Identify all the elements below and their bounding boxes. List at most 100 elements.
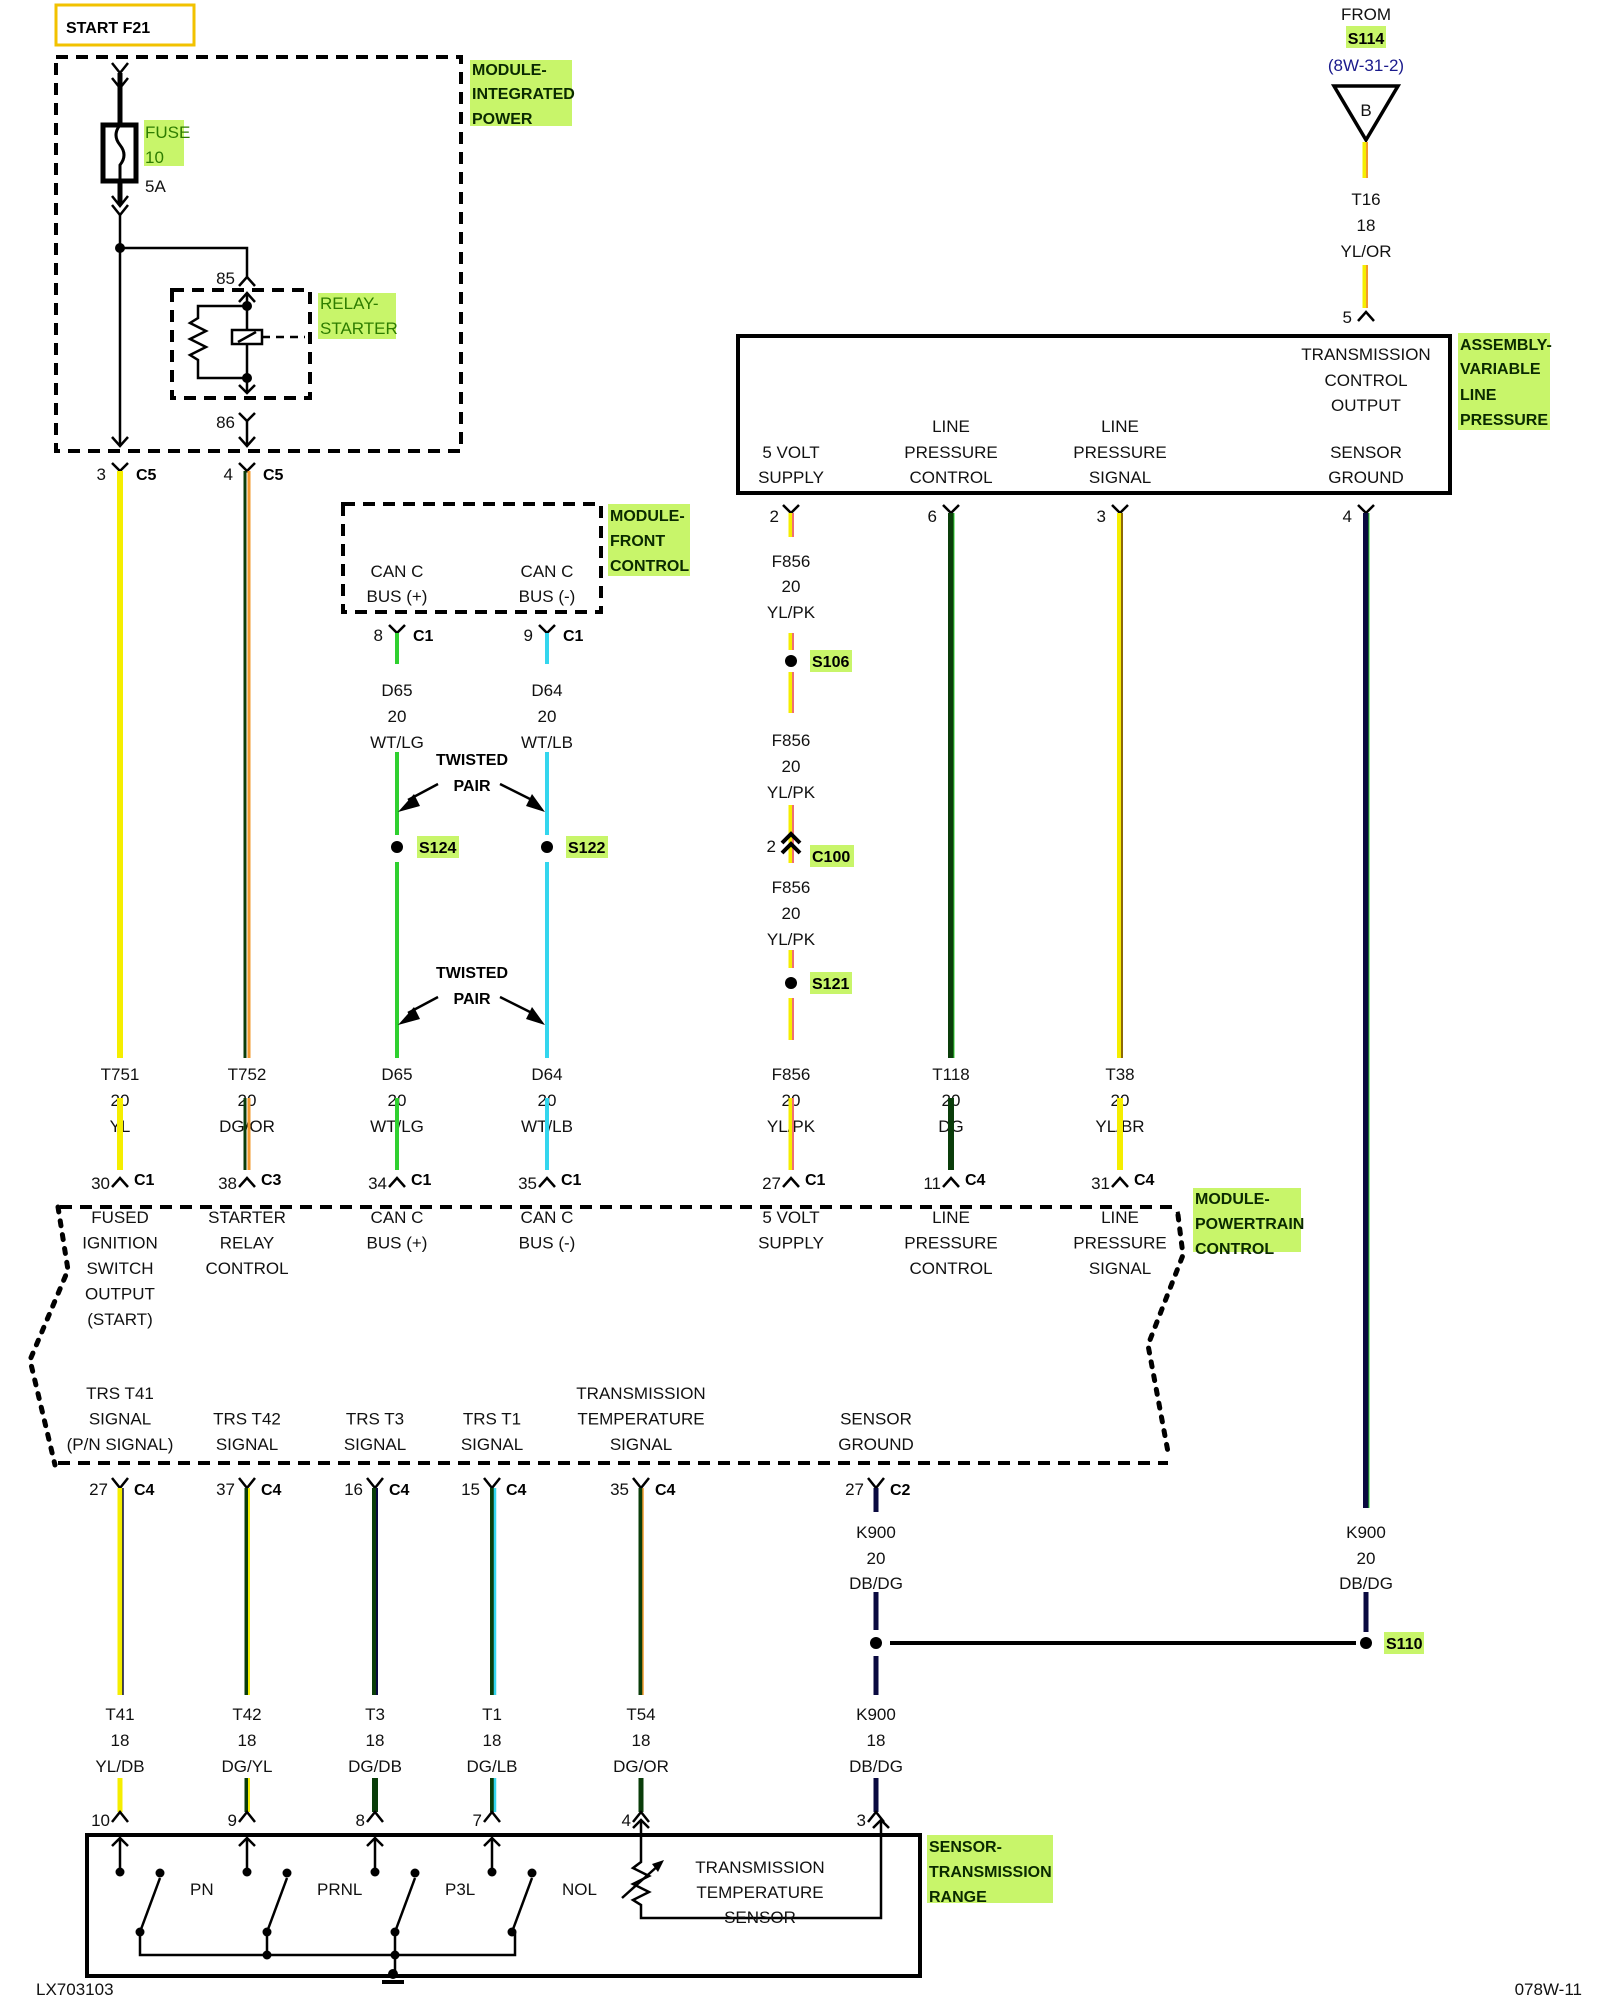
svg-text:RELAY-: RELAY- <box>320 294 379 313</box>
wire-k900-lower[interactable] <box>873 1488 1369 1812</box>
wire-k900-upper-right[interactable] <box>1363 513 1370 1508</box>
pcm-pin-number: 27 <box>762 1174 781 1193</box>
svg-text:F856: F856 <box>772 552 811 571</box>
ipm-module-boundary <box>54 55 463 453</box>
splice-s106: S106 <box>812 654 849 671</box>
svg-text:20: 20 <box>782 577 801 596</box>
svg-text:YL/PK: YL/PK <box>767 930 816 949</box>
svg-text:18: 18 <box>1357 216 1376 235</box>
wire-t38[interactable] <box>1117 513 1123 1058</box>
wire-t1[interactable] <box>490 1488 497 1812</box>
switch-blade <box>393 1877 417 1933</box>
pcm-pin-terminal <box>942 1176 960 1188</box>
svg-text:POWER: POWER <box>472 111 533 128</box>
svg-text:FUSE: FUSE <box>145 123 190 142</box>
svg-text:PRESSURE: PRESSURE <box>1073 443 1167 462</box>
twisted-pair-label-upper: TWISTED PAIR <box>398 752 545 812</box>
vlp-func-lp-control: LINE PRESSURE CONTROL <box>904 417 998 487</box>
pcm-connector-id: C3 <box>261 1172 282 1189</box>
splice-s122-dot <box>541 841 553 853</box>
pcm-function-line: SIGNAL <box>1089 1259 1151 1278</box>
fuse-rating: 5A <box>145 177 166 196</box>
pcm-connector-id: C1 <box>805 1172 826 1189</box>
lower-wire-circuit: T1 <box>482 1705 502 1724</box>
switch-terminal <box>410 1868 420 1878</box>
pcm-function-line: OUTPUT <box>85 1285 155 1304</box>
splice-s110-dot <box>1360 1637 1372 1649</box>
svg-text:SENSOR-: SENSOR- <box>929 1839 1002 1856</box>
svg-text:20: 20 <box>867 1549 886 1568</box>
splice-s110: S110 <box>1386 1636 1423 1653</box>
trs-pin-number: 7 <box>473 1811 482 1830</box>
svg-text:ASSEMBLY-: ASSEMBLY- <box>1460 337 1552 354</box>
pcm-pin-number: 11 <box>923 1174 941 1193</box>
svg-text:OUTPUT: OUTPUT <box>1331 396 1401 415</box>
switch-contact <box>238 1836 256 1870</box>
pcm-function-line: TRANSMISSION <box>576 1384 705 1403</box>
pcm-function-line: IGNITION <box>82 1234 158 1253</box>
wire-t54[interactable] <box>638 1488 644 1812</box>
svg-text:WT/LG: WT/LG <box>370 733 424 752</box>
svg-text:TRANSMISSION: TRANSMISSION <box>695 1858 824 1877</box>
splice-s124: S124 <box>419 840 456 857</box>
k900-label-right: K900 20 DB/DG <box>1339 1523 1393 1593</box>
trs-module-label: SENSOR- TRANSMISSION RANGE <box>927 1835 1053 1906</box>
wire-t118[interactable] <box>948 513 955 1058</box>
splice-s110-highlight <box>1384 1632 1424 1654</box>
svg-text:S114: S114 <box>1348 31 1385 48</box>
pcm-function-line: LINE <box>932 1208 970 1227</box>
splice-s121-highlight <box>810 972 852 994</box>
pcm-function-line: CONTROL <box>205 1259 288 1278</box>
pcm-function-line: PRESSURE <box>1073 1234 1167 1253</box>
lower-wire-color: DG/LB <box>466 1757 517 1776</box>
svg-text:B: B <box>1360 101 1371 120</box>
svg-text:9: 9 <box>524 626 533 645</box>
svg-text:GROUND: GROUND <box>1328 468 1404 487</box>
relay-pin-85: 85 <box>216 269 235 288</box>
vlp-pin2: 2 <box>770 504 800 526</box>
bus-junction <box>262 1950 272 1960</box>
f856-label-2: F856 20 YL/PK <box>767 731 816 802</box>
svg-text:F856: F856 <box>772 878 811 897</box>
splice-s122-highlight <box>566 836 608 858</box>
svg-text:3: 3 <box>1097 507 1106 526</box>
pcm-function-line: TEMPERATURE <box>577 1410 704 1429</box>
svg-text:MODULE-: MODULE- <box>1195 1191 1270 1208</box>
svg-text:2: 2 <box>767 837 776 856</box>
lower-wire-gauge: 18 <box>111 1731 130 1750</box>
svg-text:SENSOR: SENSOR <box>1330 443 1402 462</box>
switch-terminal <box>370 1867 380 1877</box>
wire-t3[interactable] <box>372 1488 378 1812</box>
pcm-pin-number: 38 <box>218 1174 237 1193</box>
wire-t16[interactable] <box>1362 142 1368 308</box>
lower-wire-color: DB/DG <box>849 1757 903 1776</box>
lower-wire-gauge: 18 <box>867 1731 886 1750</box>
svg-text:PAIR: PAIR <box>453 991 490 1008</box>
svg-text:C5: C5 <box>136 467 157 484</box>
svg-text:LINE: LINE <box>1460 387 1497 404</box>
pcm-pin-number: 30 <box>91 1174 110 1193</box>
pcm-left-edge <box>27 1204 71 1468</box>
pcm-function-line: SUPPLY <box>758 1234 824 1253</box>
wire-t42[interactable] <box>244 1488 250 1812</box>
vlp-pin5-terminal <box>1357 310 1375 322</box>
ipm-output-arrows <box>111 436 256 448</box>
svg-text:C1: C1 <box>563 628 584 645</box>
wire-t41[interactable] <box>117 1488 124 1812</box>
pcm-pin-number: 16 <box>344 1480 363 1499</box>
switch-terminal <box>282 1868 292 1878</box>
pcm-pin-terminal <box>238 1176 256 1188</box>
vlp-pin3: 3 <box>1097 504 1129 526</box>
lower-wire-circuit: K900 <box>856 1705 896 1724</box>
svg-text:RANGE: RANGE <box>929 1889 987 1906</box>
f856-label-3: F856 20 YL/PK <box>767 878 816 949</box>
svg-text:20: 20 <box>782 904 801 923</box>
lower-wire-gauge: 18 <box>238 1731 257 1750</box>
svg-text:20: 20 <box>538 707 557 726</box>
pcm-function-line: BUS (+) <box>367 1234 428 1253</box>
ground-symbol <box>382 1969 404 1984</box>
pcm-function-line: BUS (-) <box>519 1234 576 1253</box>
svg-text:MODULE-: MODULE- <box>610 508 685 525</box>
